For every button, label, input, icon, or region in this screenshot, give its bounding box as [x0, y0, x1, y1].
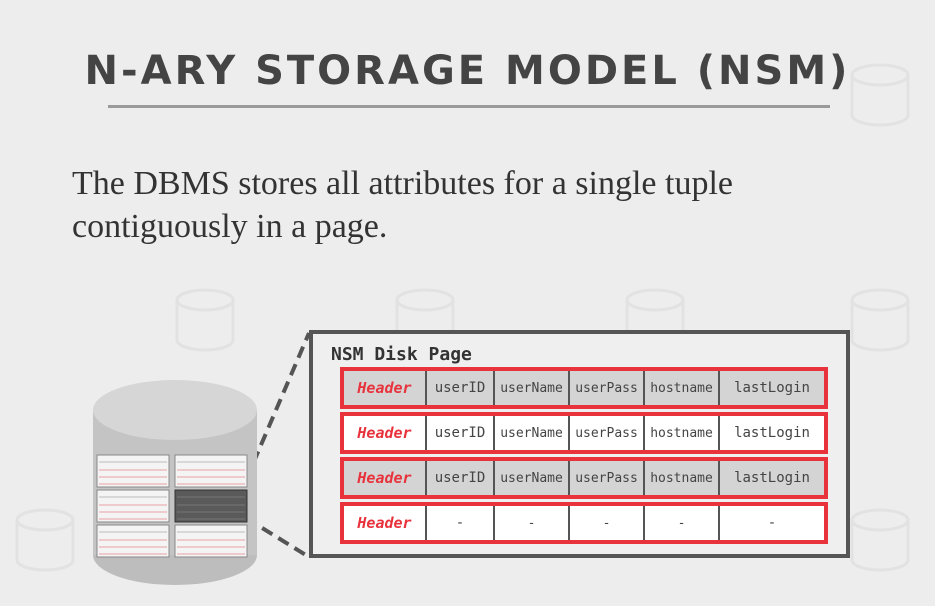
mini-page	[174, 524, 248, 558]
background-database-icon	[850, 288, 910, 352]
tuple-header-cell: Header	[344, 461, 427, 495]
body-line: The DBMS stores all attributes for a sin…	[72, 165, 733, 202]
tuple-row: Header userID userName userPass hostname…	[340, 412, 828, 454]
body-line: contiguously in a page.	[72, 208, 388, 245]
attribute-cell: userName	[495, 416, 570, 450]
background-database-icon	[850, 508, 910, 572]
attribute-cell: hostname	[645, 461, 720, 495]
background-database-icon	[850, 63, 910, 127]
attribute-cell: userPass	[570, 371, 645, 405]
empty-attribute-cell: -	[427, 506, 495, 540]
nsm-disk-page: NSM Disk Page Header userID userName use…	[309, 330, 850, 558]
attribute-cell: userName	[495, 371, 570, 405]
zoom-line-bottom	[244, 516, 311, 559]
empty-attribute-cell: -	[720, 506, 824, 540]
empty-attribute-cell: -	[495, 506, 570, 540]
attribute-cell: userID	[427, 416, 495, 450]
attribute-cell: userName	[495, 461, 570, 495]
empty-attribute-cell: -	[570, 506, 645, 540]
attribute-cell: lastLogin	[720, 416, 824, 450]
slide-body-text: The DBMS stores all attributes for a sin…	[72, 162, 872, 248]
mini-page	[174, 454, 248, 488]
tuple-row: Header - - - - -	[340, 502, 828, 544]
attribute-cell: lastLogin	[720, 461, 824, 495]
attribute-cell: userID	[427, 461, 495, 495]
background-database-icon	[15, 508, 75, 572]
attribute-cell: hostname	[645, 416, 720, 450]
attribute-cell: userID	[427, 371, 495, 405]
attribute-cell: userPass	[570, 461, 645, 495]
database-cylinder-icon	[93, 380, 257, 585]
tuple-header-cell: Header	[344, 371, 427, 405]
mini-page	[96, 454, 170, 488]
background-database-icon	[175, 288, 235, 352]
tuple-row: Header userID userName userPass hostname…	[340, 367, 828, 409]
mini-page	[96, 489, 170, 523]
empty-attribute-cell: -	[645, 506, 720, 540]
tuple-row: Header userID userName userPass hostname…	[340, 457, 828, 499]
mini-page	[96, 524, 170, 558]
disk-page-label: NSM Disk Page	[331, 344, 472, 365]
tuple-header-cell: Header	[344, 416, 427, 450]
mini-page-highlighted	[174, 489, 248, 523]
title-underline	[108, 105, 830, 108]
attribute-cell: lastLogin	[720, 371, 824, 405]
slide-title: N-ARY STORAGE MODEL (NSM)	[84, 48, 851, 94]
attribute-cell: userPass	[570, 416, 645, 450]
attribute-cell: hostname	[645, 371, 720, 405]
tuple-header-cell: Header	[344, 506, 427, 540]
